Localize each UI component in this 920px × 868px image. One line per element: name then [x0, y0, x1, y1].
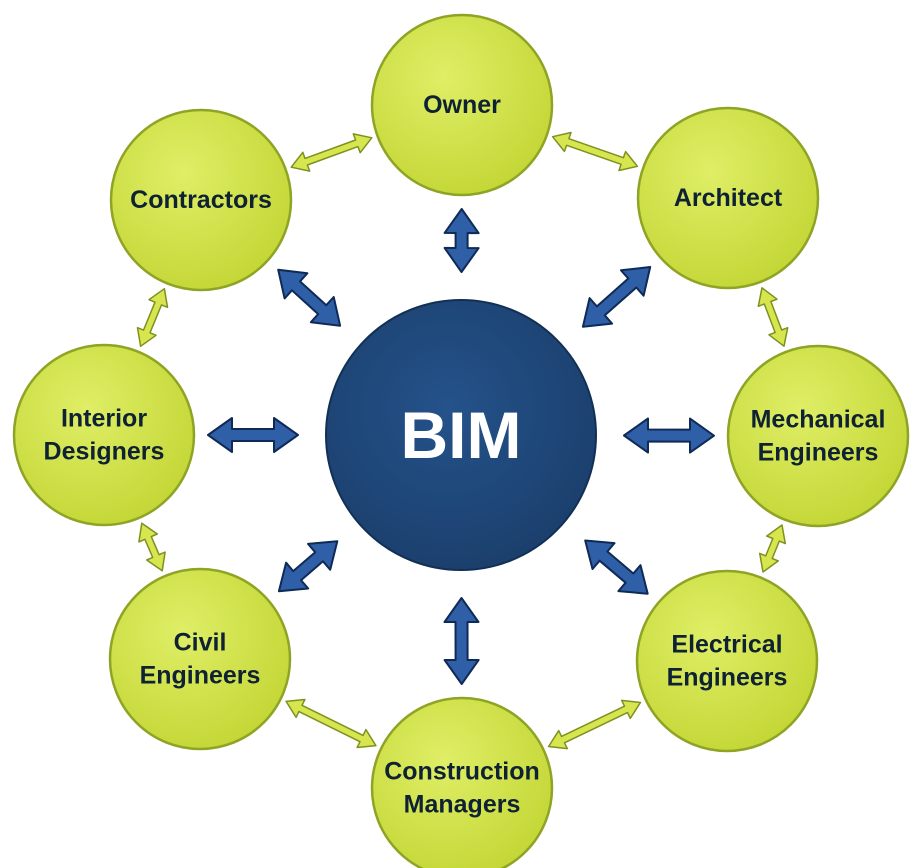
- node-label-civil-engineers: Civil: [174, 629, 227, 657]
- hub-arrow-civil-engineers: [277, 540, 339, 593]
- node-circle-architect: [636, 106, 820, 290]
- hub-arrow-owner: [443, 208, 480, 273]
- ring-arrow-contractors-owner: [290, 133, 373, 172]
- node-label-construction-managers: Managers: [404, 791, 521, 819]
- node-label-interior-designers: Designers: [44, 438, 165, 466]
- node-label-contractors: Contractors: [130, 186, 272, 214]
- node-circle-electrical-engineers: [635, 569, 819, 753]
- hub-arrow-construction-managers: [443, 597, 480, 685]
- ring-arrow-mechanical-engineers-electrical-engineers: [758, 524, 787, 573]
- node-circle-construction-managers: [370, 696, 554, 868]
- node-label-architect: Architect: [674, 184, 783, 212]
- ring-connections: [136, 131, 789, 750]
- ring-arrow-architect-mechanical-engineers: [757, 287, 789, 347]
- hub-arrow-mechanical-engineers: [623, 417, 715, 454]
- node-label-construction-managers: Construction: [384, 758, 540, 786]
- hub-arrow-contractors: [277, 268, 342, 327]
- node-label-electrical-engineers: Electrical: [671, 631, 782, 659]
- node-contractors: Contractors: [109, 108, 293, 292]
- node-circle-interior-designers: [12, 343, 196, 527]
- hub-connections: [207, 208, 715, 685]
- ring-arrow-interior-designers-contractors: [136, 287, 169, 348]
- ring-arrow-civil-engineers-interior-designers: [138, 522, 166, 572]
- node-owner: Owner: [370, 13, 554, 197]
- node-circle-contractors: [109, 108, 293, 292]
- node-circle-owner: [370, 13, 554, 197]
- ring-arrow-owner-architect: [551, 131, 639, 172]
- hub-arrow-interior-designers: [207, 417, 299, 453]
- hub-arrow-electrical-engineers: [584, 539, 649, 595]
- node-label-mechanical-engineers: Mechanical: [751, 406, 886, 434]
- node-label-interior-designers: Interior: [61, 405, 147, 433]
- bim-hub-circle: [325, 299, 597, 571]
- node-circle-civil-engineers: [108, 567, 292, 751]
- bim-hub-label: BIM: [401, 398, 522, 472]
- node-label-electrical-engineers: Engineers: [667, 664, 788, 692]
- ring-arrow-electrical-engineers-construction-managers: [547, 699, 642, 750]
- node-architect: Architect: [636, 106, 820, 290]
- ring-arrow-construction-managers-civil-engineers: [285, 698, 377, 749]
- node-label-mechanical-engineers: Engineers: [758, 439, 879, 467]
- node-circle-mechanical-engineers: [726, 344, 910, 528]
- bim-hub: BIM: [325, 299, 597, 571]
- hub-arrow-architect: [581, 266, 652, 328]
- stakeholder-nodes: OwnerArchitectMechanicalEngineersElectri…: [12, 13, 910, 868]
- node-label-owner: Owner: [423, 91, 501, 119]
- node-label-civil-engineers: Engineers: [140, 662, 261, 690]
